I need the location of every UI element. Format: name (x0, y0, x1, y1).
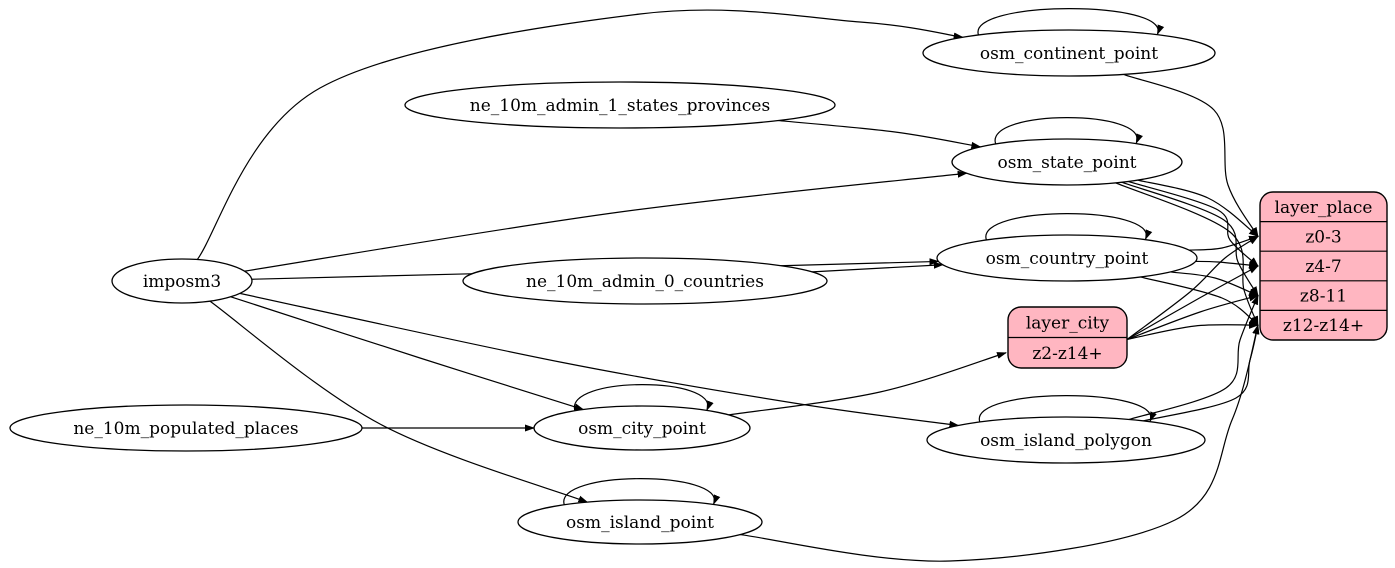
layer_place-row-z8-11: z8-11 (1300, 287, 1347, 307)
layer_city-row-layer_city: layer_city (1026, 313, 1110, 333)
edge-osm_country_point-to-layer_place-z8-11 (1170, 271, 1259, 297)
nodes-layer: imposm3 ne_10m_admin_1_states_provincesne… (9, 29, 1388, 545)
osm_country_point-label: osm_country_point (986, 249, 1149, 269)
edge-imposm3-to-osm_city_point (230, 296, 585, 411)
node-osm_island_polygon: osm_island_polygon (926, 416, 1206, 464)
edge-ne_10m_admin_1_states_provinces-to-osm_state_point (778, 119, 982, 149)
edge-osm_island_polygon-to-layer_place-z12-z14+ (1143, 324, 1260, 422)
ne_10m_admin_1_states_provinces-ellipse (404, 81, 836, 129)
osm_state_point-ellipse (951, 138, 1183, 186)
node-imposm3: imposm3 (111, 258, 253, 304)
edge-osm_state_point-to-layer_place-z12-z14+ (1115, 182, 1259, 327)
imposm3-ellipse (111, 258, 253, 304)
node-osm_island_point: osm_island_point (517, 499, 763, 545)
edge-ne_10m_admin_0_countries-to-osm_country_point (812, 261, 944, 273)
node-osm_continent_point: osm_continent_point (922, 29, 1216, 77)
self-loop-osm_continent_point (977, 8, 1165, 36)
edge-layer_city-to-layer_place-z4-7 (1126, 265, 1259, 341)
edge-osm_state_point-to-layer_place-z8-11 (1121, 181, 1259, 297)
edge-imposm3-to-osm_island_polygon (239, 292, 960, 428)
edge-layer_city-to-layer_place-z0-3 (1126, 235, 1259, 340)
ne_10m_populated_places-ellipse (9, 404, 363, 452)
ne_10m_admin_0_countries-ellipse (462, 257, 828, 305)
self-loop-osm_island_polygon (979, 395, 1157, 423)
osm_state_point-label: osm_state_point (998, 153, 1137, 173)
node-osm_country_point: osm_country_point (936, 234, 1198, 282)
edge-layer_city-to-layer_place-z12-z14+ (1126, 321, 1259, 341)
node-osm_state_point: osm_state_point (951, 138, 1183, 186)
edge-osm_state_point-to-layer_place-z0-3 (1137, 179, 1259, 238)
osm_island_polygon-label: osm_island_polygon (980, 431, 1152, 451)
layer_place-row-layer_place: layer_place (1275, 198, 1373, 218)
ne_10m_populated_places-label: ne_10m_populated_places (73, 419, 298, 439)
self-loop-osm_island_point (563, 478, 721, 506)
osm_city_point-ellipse (533, 405, 751, 451)
edge-osm_island_point-to-layer_place-z12-z14+ (739, 324, 1259, 562)
edge-imposm3-to-osm_continent_point (196, 9, 964, 260)
edge-osm_city_point-to-layer_city-z2-z14+ (728, 352, 1007, 416)
layer_place-row-z0-3: z0-3 (1305, 227, 1341, 247)
osm_island_polygon-ellipse (926, 416, 1206, 464)
edge-layer_city-to-layer_place-z8-11 (1126, 294, 1259, 341)
ne_10m_admin_1_states_provinces-label: ne_10m_admin_1_states_provinces (470, 96, 770, 116)
edge-osm_island_polygon-to-layer_place-z8-11 (1128, 294, 1259, 421)
self-loop-osm_country_point (985, 213, 1153, 241)
osm_island_point-ellipse (517, 499, 763, 545)
edge-imposm3-to-osm_island_point (209, 300, 589, 503)
osm_island_point-label: osm_island_point (566, 513, 714, 533)
edge-osm_state_point-to-layer_place-z4-7 (1128, 180, 1259, 267)
self-loop-osm_city_point (574, 384, 714, 412)
ne_10m_admin_0_countries-label: ne_10m_admin_0_countries (526, 272, 764, 292)
node-ne_10m_populated_places: ne_10m_populated_places (9, 404, 363, 452)
node-ne_10m_admin_0_countries: ne_10m_admin_0_countries (462, 257, 828, 305)
osm_country_point-ellipse (936, 234, 1198, 282)
osm_continent_point-ellipse (922, 29, 1216, 77)
osm_city_point-label: osm_city_point (578, 419, 706, 439)
edge-osm_country_point-to-layer_place-z12-z14+ (1140, 276, 1259, 326)
layer_place-row-z4-7: z4-7 (1305, 257, 1341, 277)
node-osm_city_point: osm_city_point (533, 405, 751, 451)
layer_city-row-z2-z14+: z2-z14+ (1032, 344, 1102, 364)
self-loop-osm_state_point (994, 117, 1143, 145)
edge-imposm3-to-osm_state_point (244, 170, 968, 272)
edges-layer (196, 8, 1260, 562)
layer_place-row-z12-z14+: z12-z14+ (1283, 316, 1364, 336)
osm_continent_point-label: osm_continent_point (980, 44, 1158, 64)
node-ne_10m_admin_1_states_provinces: ne_10m_admin_1_states_provinces (404, 81, 836, 129)
edge-osm_continent_point-to-layer_place-z0-3 (1123, 73, 1259, 238)
node-layer_city: layer_city z2-z14+ (1007, 306, 1128, 369)
edge-osm_country_point-to-layer_place-z4-7 (1195, 260, 1259, 269)
imposm3-label: imposm3 (143, 272, 221, 292)
layer_place-box (1259, 191, 1388, 341)
node-layer_place: layer_place z0-3 z4-7 z8-11 z12-z14+ (1259, 191, 1388, 341)
